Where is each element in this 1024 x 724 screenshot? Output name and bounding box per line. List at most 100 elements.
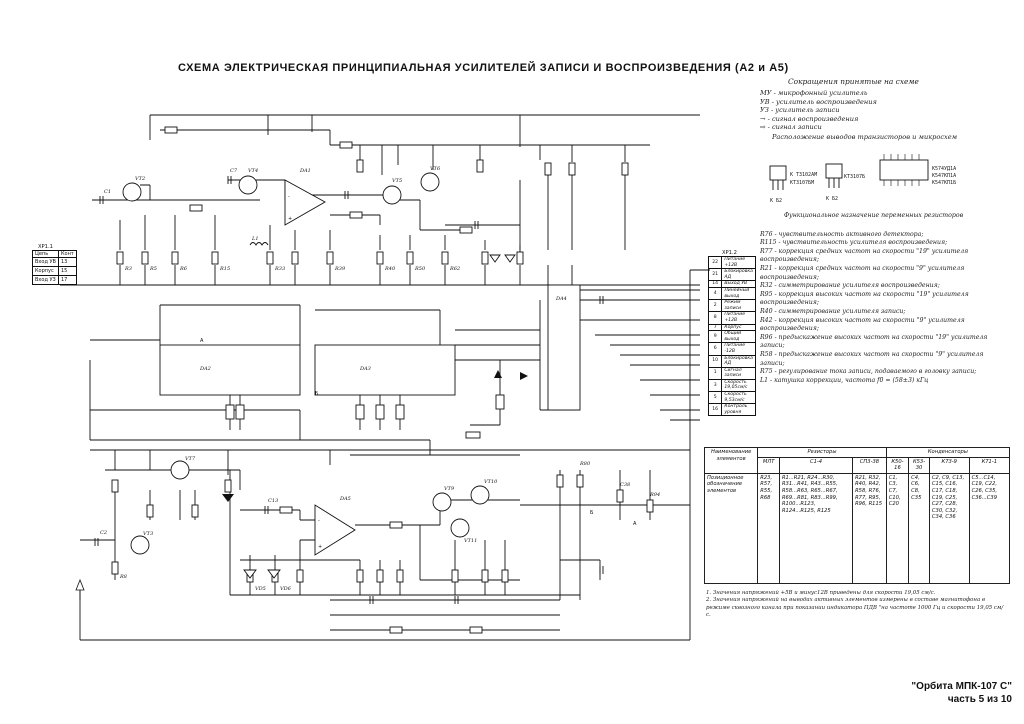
connector-pin: 7 bbox=[707, 323, 723, 332]
package-label: К Б2 bbox=[770, 198, 783, 204]
svg-text:C1: C1 bbox=[104, 189, 111, 195]
table-type-cell: МЛТ bbox=[757, 456, 780, 474]
package-label: К547КП1Б bbox=[932, 180, 957, 186]
svg-text:C13: C13 bbox=[268, 498, 278, 504]
function-line: R76 - чувствительность активного детекто… bbox=[760, 230, 924, 238]
package-label: КТ3107БМ bbox=[790, 180, 815, 186]
svg-text:VD6: VD6 bbox=[280, 586, 292, 592]
table-header-name: Наименование элементов bbox=[703, 447, 759, 474]
connector-label: Вход УЗ bbox=[32, 275, 59, 285]
svg-text:Б: Б bbox=[590, 510, 594, 516]
page-title: СХЕМА ЭЛЕКТРИЧЕСКАЯ ПРИНЦИПИАЛЬНАЯ УСИЛИ… bbox=[178, 62, 789, 74]
svg-text:Б: Б bbox=[315, 391, 319, 397]
connector-pin: 8 bbox=[707, 311, 723, 325]
table-type-cell: К50-16 bbox=[885, 456, 910, 474]
svg-text:DA3: DA3 bbox=[359, 366, 371, 372]
svg-text:+: + bbox=[318, 544, 322, 550]
table-cell: R1...R21, R24...R30, R31...R41, R43...R5… bbox=[778, 472, 854, 584]
table-type-cell: СП3-38 bbox=[852, 456, 887, 474]
svg-text:L1: L1 bbox=[251, 236, 259, 242]
table-type-cell: С1-4 bbox=[778, 456, 854, 474]
connector-pin: 2 bbox=[707, 299, 723, 313]
svg-text:-: - bbox=[288, 194, 290, 200]
svg-text:R80: R80 bbox=[579, 461, 591, 467]
table-header-capacitors: Конденсаторы bbox=[885, 447, 1011, 458]
svg-text:VT5: VT5 bbox=[392, 178, 402, 184]
svg-text:VT9: VT9 bbox=[444, 486, 455, 492]
connector-label: Блокировка АД bbox=[721, 354, 756, 368]
svg-text:-: - bbox=[318, 518, 320, 524]
upper-amplifier-components: - + bbox=[99, 126, 629, 439]
function-line: R21 - коррекция средних частот на скорос… bbox=[760, 264, 965, 281]
package-label: К547КП1А bbox=[932, 173, 957, 179]
functions-heading: Функциональное назначение переменных рез… bbox=[784, 212, 964, 219]
svg-text:VT3: VT3 bbox=[143, 531, 153, 537]
svg-text:DA2: DA2 bbox=[199, 366, 211, 372]
svg-text:DA1: DA1 bbox=[299, 168, 311, 174]
lower-amplifier-components: - + bbox=[75, 460, 654, 634]
abbreviation-line: МУ - микрофонный усилитель bbox=[760, 89, 868, 98]
package-label: К Б2 bbox=[826, 196, 839, 202]
package-label: КТ3107Б bbox=[844, 174, 866, 180]
function-line: R95 - коррекция высоких частот на скорос… bbox=[760, 290, 969, 307]
table-type-cell: К53-30 bbox=[908, 456, 930, 474]
resistor-functions: Функциональное назначение переменных рез… bbox=[760, 212, 992, 385]
pinout-note: Расположение выводов транзисторов и микр… bbox=[772, 133, 958, 142]
connector-label: Линейный выход bbox=[721, 286, 756, 301]
connector-label: Питание +12В bbox=[721, 255, 756, 270]
svg-text:R62: R62 bbox=[449, 266, 460, 272]
svg-text:VT6: VT6 bbox=[430, 166, 441, 172]
abbreviations-legend: Сокращения принятые на схеме МУ - микроф… bbox=[760, 77, 1010, 142]
svg-text:C2: C2 bbox=[100, 530, 107, 536]
connector-pin: Конт bbox=[57, 250, 77, 258]
part-number: часть 5 из 10 bbox=[947, 694, 1012, 705]
transistor-package-drawings bbox=[769, 154, 929, 190]
function-line: R40 - симметрирование усилителя записи; bbox=[760, 307, 906, 315]
connector-pin: 1 bbox=[707, 366, 723, 380]
table-type-cell: К71-1 bbox=[968, 456, 1011, 474]
svg-text:R40: R40 bbox=[384, 266, 396, 272]
function-line: R115 - чувствительность усилителя воспро… bbox=[760, 239, 948, 247]
footnote: 2. Значения напряжений на выводах активн… bbox=[706, 597, 1004, 619]
table-cell: R23, R57, R55, R68 bbox=[757, 472, 780, 584]
svg-text:R15: R15 bbox=[219, 266, 230, 272]
footnotes: 1. Значения напряжений +5В и минус12В пр… bbox=[706, 590, 1006, 620]
abbreviation-line: УВ - усилитель воспроизведения bbox=[760, 97, 877, 106]
connector-pin: 22 bbox=[707, 255, 723, 270]
svg-text:А: А bbox=[633, 521, 637, 527]
svg-text:R6: R6 bbox=[179, 266, 188, 272]
lower-amplifier-wiring bbox=[79, 449, 690, 641]
svg-text:C38: C38 bbox=[620, 482, 630, 488]
svg-text:VT2: VT2 bbox=[135, 176, 145, 182]
connector-label: Режим записи bbox=[721, 299, 756, 313]
components-table: Наименование элементов Резисторы Конденс… bbox=[703, 447, 1011, 584]
abbreviation-line: УЗ - усилитель записи bbox=[760, 106, 840, 115]
function-line: R77 - коррекция средних частот на скорос… bbox=[760, 247, 969, 264]
connector-label: Питание +12В bbox=[721, 311, 756, 325]
abbreviation-line: ⇨ - сигнал записи bbox=[760, 123, 822, 132]
svg-text:VT10: VT10 bbox=[484, 479, 498, 485]
connector-pin: 9 bbox=[707, 330, 723, 344]
connector-label: Корпус bbox=[32, 266, 59, 276]
connector-title: XP1.1 bbox=[38, 244, 53, 250]
table-cell: С5...С14, С19, С22, С26, С35, С36...С39 bbox=[968, 472, 1011, 584]
connector-label: Корпус bbox=[721, 323, 756, 332]
svg-text:C7: C7 bbox=[230, 168, 238, 174]
package-labels: К Т3102АМ КТ3107БМ КТ3107Б К Б2 К Б2 К57… bbox=[760, 160, 1010, 220]
connector-label: Блокировка АД bbox=[721, 268, 756, 282]
function-line: R32 - симметрирование усилителя воспроиз… bbox=[760, 282, 940, 290]
svg-text:R5: R5 bbox=[149, 266, 157, 272]
connector-pin: 17 bbox=[57, 275, 77, 285]
package-label: К Т3102АМ bbox=[790, 172, 818, 178]
connector-label: Общий выход bbox=[721, 330, 756, 344]
